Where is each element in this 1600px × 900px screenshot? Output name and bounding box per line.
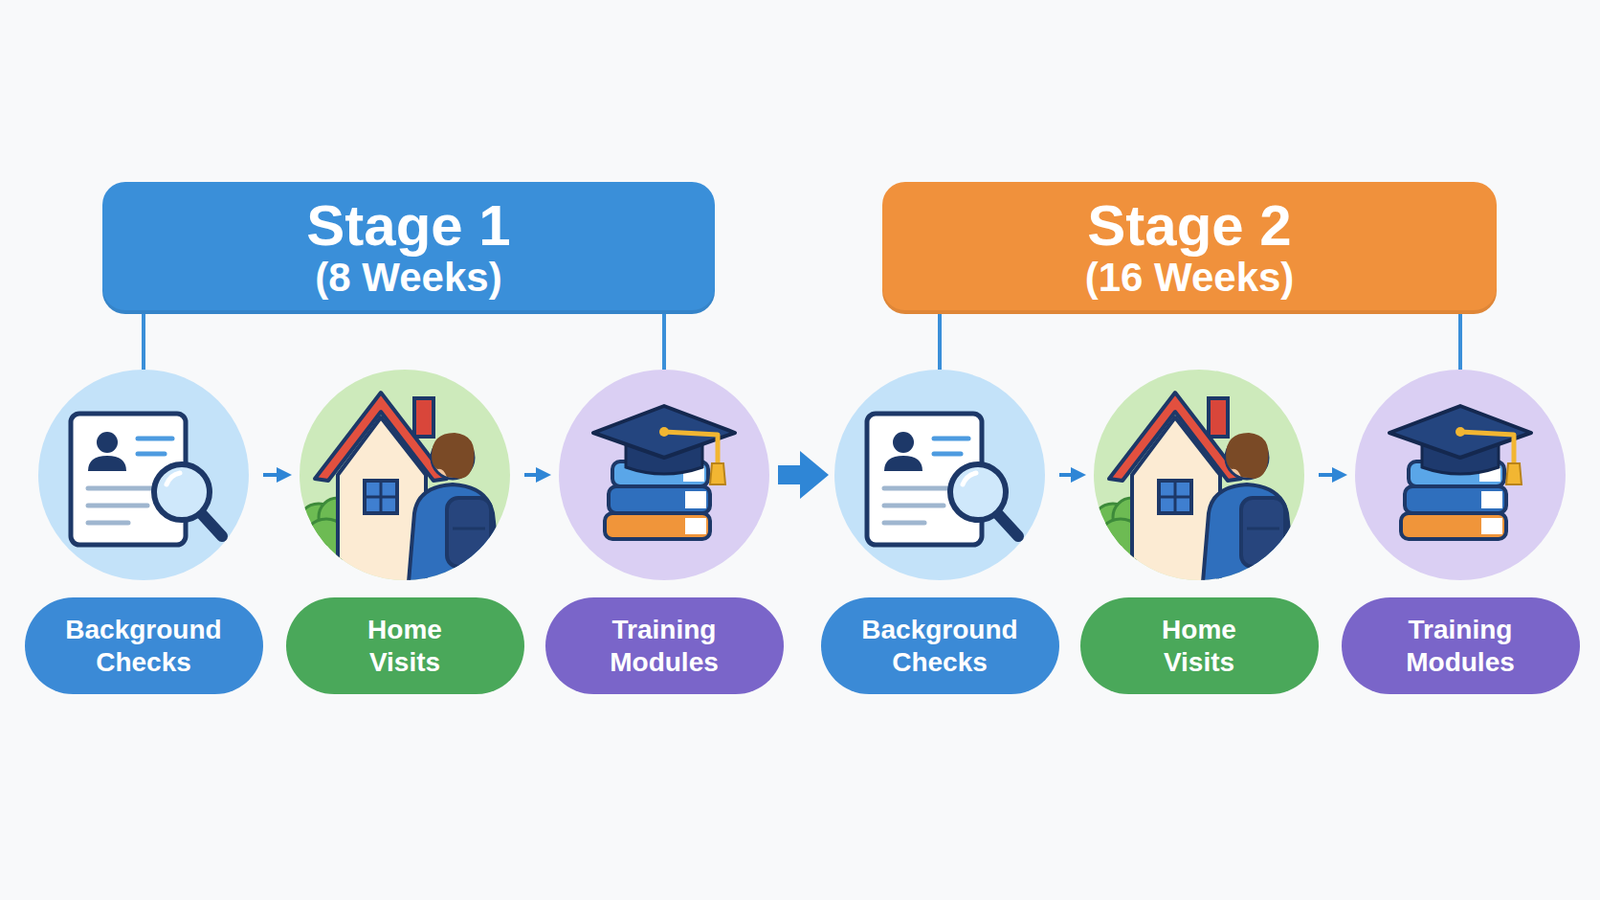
house-icon xyxy=(297,392,501,588)
step-label: Home Visits xyxy=(1161,613,1237,678)
step-label: Background Checks xyxy=(65,613,222,678)
stage-title: Stage 1 xyxy=(306,195,511,256)
step-circle: Background Checks xyxy=(38,369,249,580)
flow-arrow xyxy=(777,465,802,485)
step-label: Training Modules xyxy=(1405,613,1515,678)
step-label: Background Checks xyxy=(861,613,1018,678)
bracket-line xyxy=(937,313,942,370)
step-label-pill: Background Checks xyxy=(821,597,1060,694)
bracket-line xyxy=(141,313,146,370)
step-label-pill: Training Modules xyxy=(545,597,784,694)
document-icon xyxy=(866,413,1019,545)
graduation-icon xyxy=(593,405,735,539)
step-circle: Training Modules xyxy=(558,369,770,580)
step-circle: Background Checks xyxy=(834,369,1045,580)
step-label: Home Visits xyxy=(367,613,443,678)
stage-title: Stage 2 xyxy=(1087,195,1291,256)
stage-duration: (8 Weeks) xyxy=(314,255,502,300)
step-circle: Home Visits xyxy=(1093,369,1305,580)
step-label-pill: Background Checks xyxy=(24,597,264,694)
flow-arrow xyxy=(524,472,538,477)
step-label-pill: Home Visits xyxy=(286,597,525,694)
flow-arrow xyxy=(263,472,279,477)
stage-banner: Stage 2(16 Weeks) xyxy=(882,181,1497,314)
flow-arrow xyxy=(1318,472,1334,477)
bracket-line xyxy=(1458,313,1463,370)
graduation-icon xyxy=(1389,405,1532,539)
stage-banner: Stage 1(8 Weeks) xyxy=(102,181,715,314)
bracket-line xyxy=(662,313,667,370)
step-label-pill: Training Modules xyxy=(1341,597,1580,694)
step-label: Training Modules xyxy=(609,613,719,678)
stage-duration: (16 Weeks) xyxy=(1085,255,1295,300)
step-label-pill: Home Visits xyxy=(1080,597,1319,694)
step-circle: Training Modules xyxy=(1355,369,1566,580)
flow-arrow xyxy=(1059,472,1073,477)
step-circle: Home Visits xyxy=(299,369,511,580)
document-icon xyxy=(70,413,223,545)
house-icon xyxy=(1091,392,1295,588)
